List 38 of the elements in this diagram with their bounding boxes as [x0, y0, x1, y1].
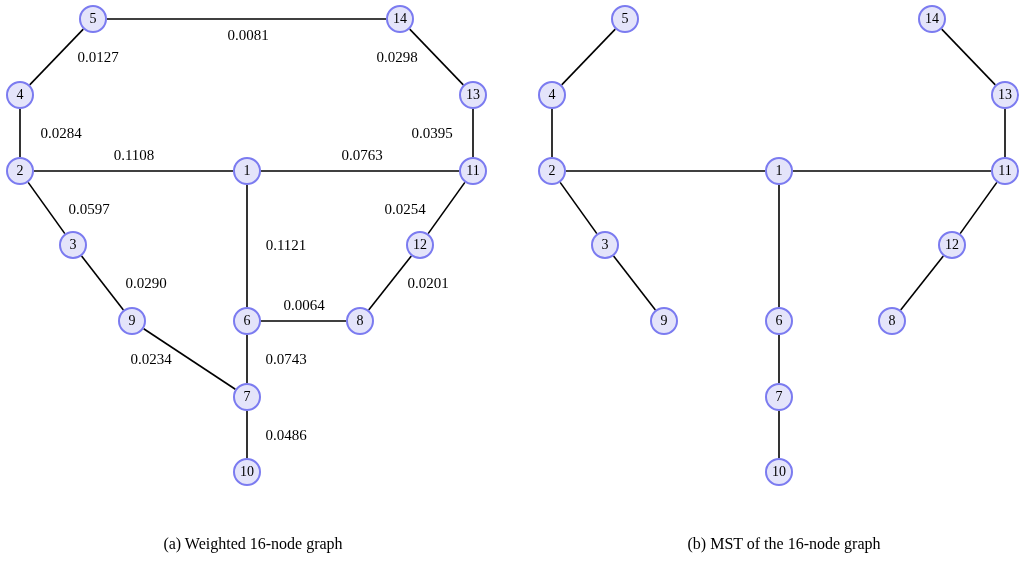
edge-weight-label: 0.0254 [383, 201, 427, 217]
edge-weight-label: 0.0081 [226, 27, 270, 43]
graph-edge [778, 410, 780, 459]
edge-weight-label: 0.0597 [67, 201, 111, 217]
edge-weight-label: 0.0763 [340, 147, 384, 163]
graph-edge [260, 170, 460, 172]
graph-edge [28, 28, 85, 86]
edge-weight-label: 0.0743 [264, 351, 308, 367]
graph-edge [940, 28, 997, 86]
edge-weight-label: 0.0298 [375, 49, 419, 65]
graph-edge [19, 108, 21, 158]
graph-edge [1004, 108, 1006, 158]
graph-edge [778, 184, 780, 308]
edge-weight-label: 0.0290 [124, 275, 168, 291]
edge-weight-label: 0.0127 [76, 49, 120, 65]
graph-edge [106, 18, 387, 20]
graph-edge [408, 28, 465, 86]
edge-weight-label: 0.0284 [39, 125, 83, 141]
graph-edge [778, 334, 780, 384]
edge-weight-label: 0.0201 [406, 275, 450, 291]
edge-weight-label: 0.0064 [282, 297, 326, 313]
graph-edge [551, 108, 553, 158]
edge-weight-label: 0.1108 [112, 147, 156, 163]
graph-edge [472, 108, 474, 158]
graph-edge [246, 410, 248, 459]
subfigure-caption: (a) Weighted 16-node graph [163, 536, 343, 552]
graph-edge [260, 320, 347, 322]
subfigure-caption: (b) MST of the 16-node graph [687, 536, 881, 552]
edge-weight-label: 0.0234 [129, 351, 173, 367]
edge-weight-label: 0.0395 [410, 125, 454, 141]
edge-weight-label: 0.1121 [264, 237, 308, 253]
graph-edge [246, 184, 248, 308]
edge-weight-label: 0.0486 [264, 427, 308, 443]
graph-edge [246, 334, 248, 384]
graph-edge [565, 170, 766, 172]
graph-edge [792, 170, 992, 172]
graph-edge [560, 28, 617, 86]
graph-edge [33, 170, 234, 172]
